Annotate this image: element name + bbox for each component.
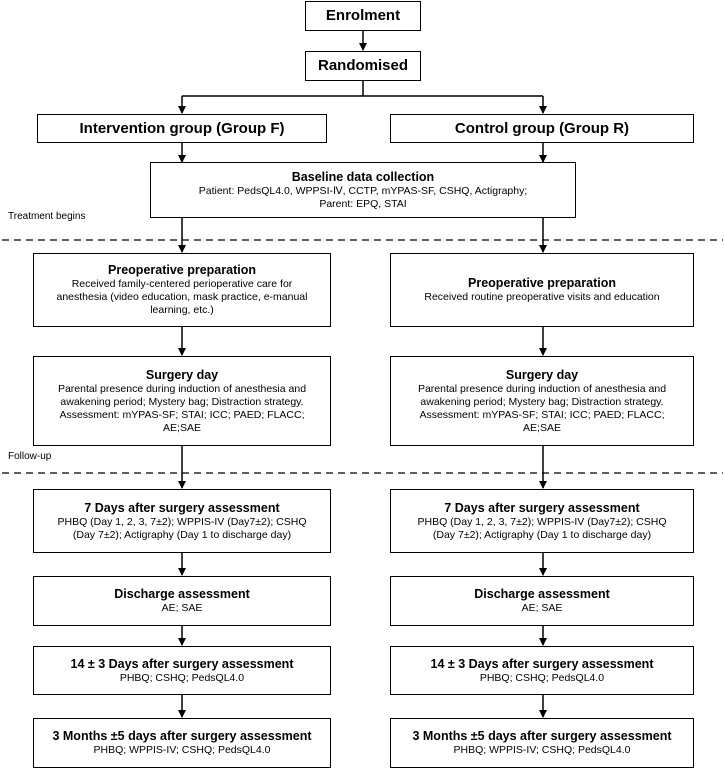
right-discharge-title: Discharge assessment (474, 587, 610, 601)
baseline-line-2: Parent: EPQ, STAI (319, 197, 407, 210)
left-preop-box: Preoperative preparation Received family… (33, 253, 331, 327)
left-preop-line-2: anesthesia (video education, mask practi… (56, 291, 308, 303)
right-14days-box: 14 ± 3 Days after surgery assessment PHB… (390, 646, 694, 695)
left-14days-line-1: PHBQ; CSHQ; PedsQL4.0 (119, 671, 245, 684)
left-surgery-title: Surgery day (145, 367, 219, 382)
left-7days-title: 7 Days after surgery assessment (84, 500, 280, 515)
right-7days-box: 7 Days after surgery assessment PHBQ (Da… (390, 489, 694, 553)
right-7days-line-1: PHBQ (Day 1, 2, 3, 7±2); WPPIS-IV (Day7±… (417, 515, 667, 528)
randomised-box: Randomised (305, 51, 421, 81)
right-3months-box: 3 Months ±5 days after surgery assessmen… (390, 718, 694, 768)
left-7days-box: 7 Days after surgery assessment PHBQ (Da… (33, 489, 331, 553)
left-14days-box: 14 ± 3 Days after surgery assessment PHB… (33, 646, 331, 695)
intervention-group-label: Intervention group (Group F) (79, 119, 285, 137)
left-preop-line-3: learning, etc.) (150, 304, 214, 316)
left-discharge-box: Discharge assessment AE; SAE (33, 576, 331, 626)
control-group-label: Control group (Group R) (454, 119, 630, 137)
enrolment-box: Enrolment (305, 1, 421, 31)
right-preop-title: Preoperative preparation (468, 276, 616, 290)
left-3months-box: 3 Months ±5 days after surgery assessmen… (33, 718, 331, 768)
left-surgery-box: Surgery day Parental presence during ind… (33, 356, 331, 446)
right-discharge-line-1: AE; SAE (521, 602, 563, 614)
right-14days-title: 14 ± 3 Days after surgery assessment (430, 656, 654, 671)
randomised-label: Randomised (317, 57, 408, 74)
right-surgery-line-4: AE;SAE (523, 421, 561, 434)
intervention-group-box: Intervention group (Group F) (37, 114, 327, 143)
left-14days-title: 14 ± 3 Days after surgery assessment (70, 656, 294, 671)
left-surgery-line-3: Assessment: mYPAS-SF; STAI; ICC; PAED; F… (59, 408, 305, 421)
baseline-box: Baseline data collection Patient: PedsQL… (150, 162, 576, 218)
followup-label: Follow-up (8, 451, 52, 462)
left-surgery-line-1: Parental presence during induction of an… (57, 382, 307, 395)
right-7days-title: 7 Days after surgery assessment (444, 500, 640, 515)
right-surgery-line-2: awakening period; Mystery bag; Distracti… (420, 395, 664, 408)
right-surgery-box: Surgery day Parental presence during ind… (390, 356, 694, 446)
baseline-title: Baseline data collection (291, 169, 435, 184)
right-3months-line-1: PHBQ; WPPIS-IV; CSHQ; PedsQL4.0 (453, 744, 631, 756)
right-surgery-line-3: Assessment: mYPAS-SF; STAI; ICC; PAED; F… (419, 408, 665, 421)
left-3months-line-1: PHBQ; WPPIS-IV; CSHQ; PedsQL4.0 (93, 744, 271, 756)
left-7days-line-1: PHBQ (Day 1, 2, 3, 7±2); WPPIS-IV (Day7±… (57, 515, 307, 528)
right-7days-line-2: (Day 7±2); Actigraphy (Day 1 to discharg… (432, 528, 652, 541)
right-14days-line-1: PHBQ; CSHQ; PedsQL4.0 (479, 671, 605, 684)
treatment-begins-label: Treatment begins (8, 211, 86, 222)
left-3months-title: 3 Months ±5 days after surgery assessmen… (52, 729, 312, 743)
right-preop-box: Preoperative preparation Received routin… (390, 253, 694, 327)
left-discharge-title: Discharge assessment (114, 587, 250, 601)
enrolment-label: Enrolment (325, 7, 401, 24)
left-7days-line-2: (Day 7±2); Actigraphy (Day 1 to discharg… (72, 528, 292, 541)
right-3months-title: 3 Months ±5 days after surgery assessmen… (412, 729, 672, 743)
left-surgery-line-4: AE;SAE (163, 421, 201, 434)
left-discharge-line-1: AE; SAE (161, 602, 203, 614)
right-surgery-title: Surgery day (505, 367, 579, 382)
left-surgery-line-2: awakening period; Mystery bag; Distracti… (60, 395, 304, 408)
right-surgery-line-1: Parental presence during induction of an… (417, 382, 667, 395)
left-preop-title: Preoperative preparation (108, 263, 256, 277)
right-discharge-box: Discharge assessment AE; SAE (390, 576, 694, 626)
right-preop-line-1: Received routine preoperative visits and… (424, 291, 660, 303)
control-group-box: Control group (Group R) (390, 114, 694, 143)
left-preop-line-1: Received family-centered perioperative c… (71, 278, 293, 290)
baseline-line-1: Patient: PedsQL4.0, WPPSI-Ⅳ, CCTP, mYPAS… (198, 184, 528, 197)
